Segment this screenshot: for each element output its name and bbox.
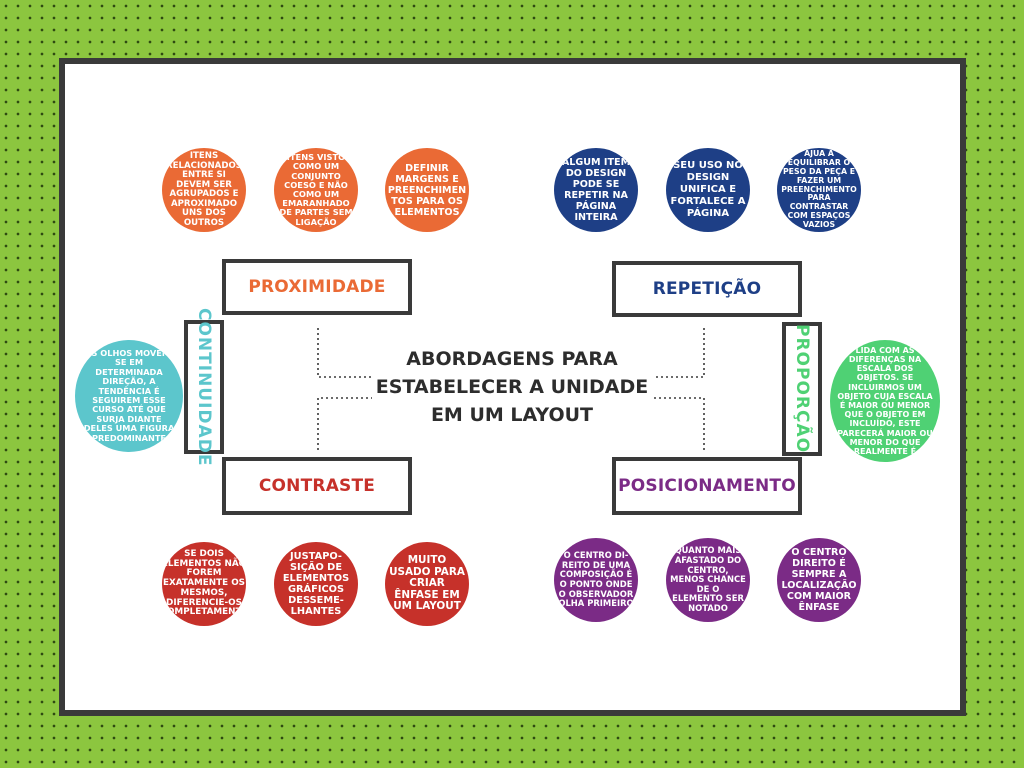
proximidade-text-2: ITENS VISTO COMO UM CONJUNTO COESO E NÃO… — [279, 152, 353, 227]
repeticao-circle-2: SEU USO NO DESIGN UNIFICA E FORTALECE A … — [666, 148, 750, 232]
proximidade-circle-3: DEFINIR MARGENS E PREENCHIMEN TOS PARA O… — [385, 148, 469, 232]
connector-bottom-left — [317, 397, 372, 450]
label-repeticao: REPETIÇÃO — [612, 261, 802, 317]
posicionamento-text-3: O CENTRO DIREITO É SEMPRE A LOCALIZAÇÃO … — [781, 547, 857, 613]
posicionamento-circle-3: O CENTRO DIREITO É SEMPRE A LOCALIZAÇÃO … — [777, 538, 861, 622]
contraste-text-1: SE DOIS ELEMENTOS NÃO FOREM EXATAMENTE O… — [162, 548, 246, 618]
posicionamento-text-2: QUANTO MAIS AFASTADO DO CENTRO, MENOS CH… — [670, 545, 746, 613]
label-continuidade: CONTINUIDADE — [184, 308, 224, 466]
connector-bottom-right — [654, 397, 705, 450]
connector-top-left — [317, 328, 372, 378]
repeticao-text-3: AJUA A EQUILIBRAR O PESO DA PEÇA E FAZER… — [781, 149, 857, 229]
proximidade-circle-2: ITENS VISTO COMO UM CONJUNTO COESO E NÃO… — [274, 148, 358, 232]
posicionamento-circle-2: QUANTO MAIS AFASTADO DO CENTRO, MENOS CH… — [666, 538, 750, 622]
repeticao-text-2: SEU USO NO DESIGN UNIFICA E FORTALECE A … — [670, 160, 746, 219]
contraste-text-2: JUSTAPO-SIÇÃO DE ELEMENTOS GRÁFICOS DESS… — [282, 551, 350, 617]
proximidade-text-1: ITENS RELACIONADOS ENTRE SI DEVEM SER AG… — [166, 151, 242, 228]
proximidade-circle-1: ITENS RELACIONADOS ENTRE SI DEVEM SER AG… — [162, 148, 246, 232]
label-contraste: CONTRASTE — [222, 457, 412, 515]
label-posicionamento: POSICIONAMENTO — [612, 457, 802, 515]
page-title: ABORDAGENS PARA ESTABELECER A UNIDADE EM… — [375, 348, 649, 426]
contraste-circle-1: SE DOIS ELEMENTOS NÃO FOREM EXATAMENTE O… — [162, 542, 246, 626]
label-proporcao: PROPORÇÃO — [782, 322, 822, 456]
repeticao-circle-1: ALGUM ITEM DO DESIGN PODE SE REPETIR NA … — [554, 148, 638, 232]
proporcao-text: LIDA COM AS DIFERENÇAS NA ESCALA DOS OBJ… — [837, 345, 933, 457]
proximidade-text-3: DEFINIR MARGENS E PREENCHIMEN TOS PARA O… — [387, 162, 467, 218]
connector-top-right — [654, 328, 705, 378]
contraste-circle-2: JUSTAPO-SIÇÃO DE ELEMENTOS GRÁFICOS DESS… — [274, 542, 358, 626]
repeticao-text-1: ALGUM ITEM DO DESIGN PODE SE REPETIR NA … — [561, 157, 631, 223]
repeticao-circle-3: AJUA A EQUILIBRAR O PESO DA PEÇA E FAZER… — [777, 148, 861, 232]
posicionamento-text-1: O CENTRO DI-REITO DE UMA COMPOSIÇÃO É O … — [558, 550, 634, 609]
continuidade-text: OS OLHOS MOVEM-SE EM DETERMINADA DIREÇÃO… — [83, 347, 175, 443]
continuidade-circle: OS OLHOS MOVEM-SE EM DETERMINADA DIREÇÃO… — [75, 340, 183, 452]
proporcao-circle: LIDA COM AS DIFERENÇAS NA ESCALA DOS OBJ… — [830, 340, 940, 462]
posicionamento-circle-1: O CENTRO DI-REITO DE UMA COMPOSIÇÃO É O … — [554, 538, 638, 622]
contraste-text-3: MUITO USADO PARA CRIAR ÊNFASE EM UM LAYO… — [389, 554, 465, 613]
label-proximidade: PROXIMIDADE — [222, 259, 412, 315]
contraste-circle-3: MUITO USADO PARA CRIAR ÊNFASE EM UM LAYO… — [385, 542, 469, 626]
